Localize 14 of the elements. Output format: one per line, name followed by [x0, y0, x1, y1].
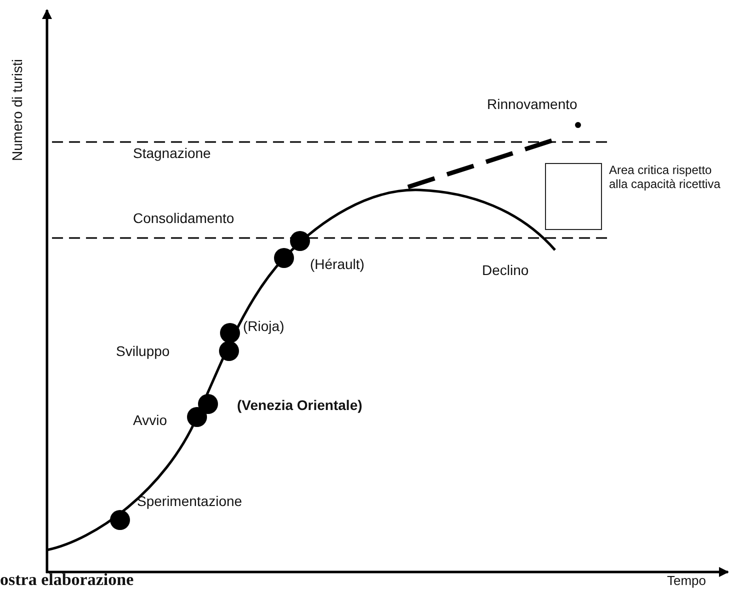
- stage-label: (Rioja): [243, 318, 284, 334]
- stage-label: Avvio: [133, 412, 167, 428]
- axis-title: Numero di turisti: [8, 59, 26, 161]
- stage-label: Sviluppo: [116, 343, 170, 360]
- stage-label: Tempo: [667, 574, 706, 589]
- stage-label: Declino: [482, 262, 529, 278]
- stage-label: Consolidamento: [133, 210, 234, 226]
- stage-label: (Venezia Orientale): [237, 397, 362, 414]
- stage-label: (Hérault): [310, 256, 364, 272]
- stage-label: Sperimentazione: [137, 493, 242, 510]
- area-note: Area critica rispetto alla capacità ricettiva: [609, 163, 722, 192]
- stage-label: Stagnazione: [133, 145, 211, 162]
- stage-label: ostra elaborazione: [0, 570, 134, 589]
- stage-label: Rinnovamento: [487, 96, 578, 112]
